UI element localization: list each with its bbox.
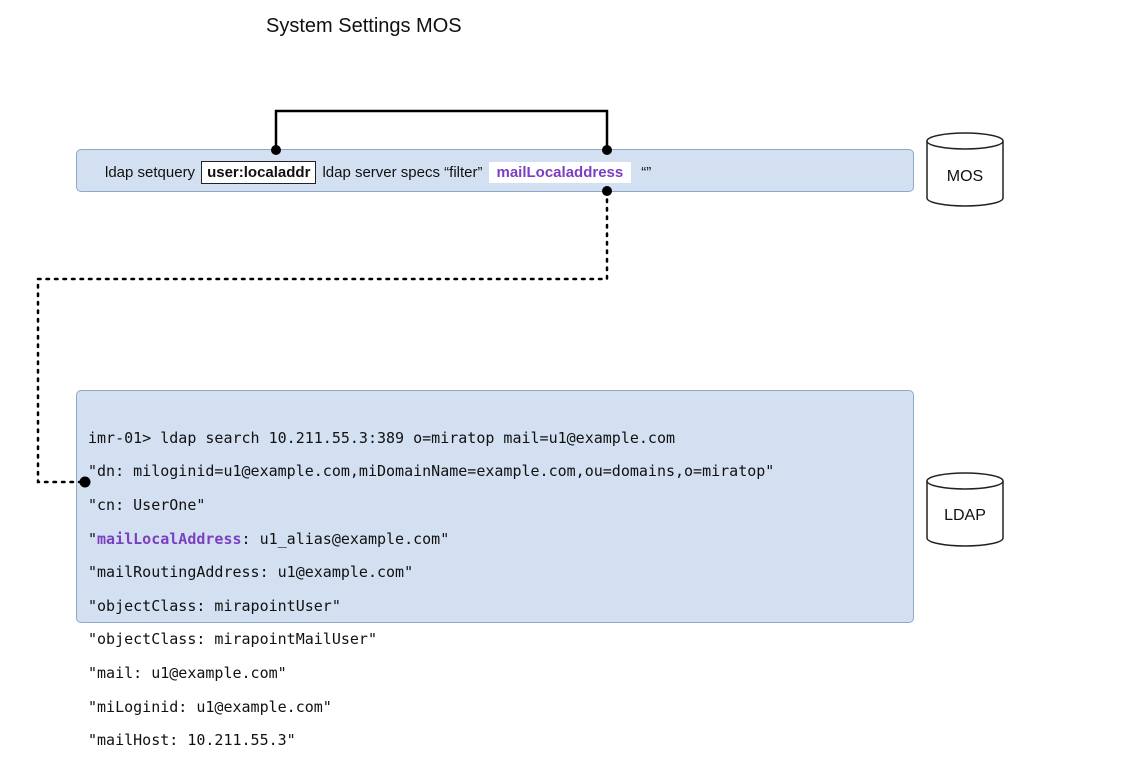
- ldap-search-panel: [76, 390, 914, 623]
- highlighted-attribute: mailLocalAddress: [97, 529, 242, 548]
- ldap-label: LDAP: [944, 507, 986, 524]
- ldap-setquery-command: ldap setquery user:localaddr ldap server…: [105, 161, 651, 184]
- code-line: "objectClass: mirapointMailUser": [88, 630, 377, 649]
- dotted-connector: [36, 189, 609, 484]
- ldap-database-icon: LDAP: [926, 472, 1004, 547]
- code-line: "cn: UserOne": [88, 495, 206, 514]
- mos-database-icon: MOS: [926, 132, 1004, 207]
- command-suffix: “”: [641, 164, 652, 181]
- code-line: "mail: u1@example.com": [88, 663, 287, 682]
- bracket-right-dot: [602, 145, 612, 155]
- open-quote: ": [88, 529, 98, 548]
- bracket-left-dot: [271, 145, 281, 155]
- query-key-box: user:localaddr: [201, 161, 317, 184]
- connector-end-dot: [79, 476, 91, 488]
- code-line: "miLoginid: u1@example.com": [88, 697, 332, 716]
- code-line: imr-01> ldap search 10.211.55.3:389 o=mi…: [88, 428, 675, 447]
- diagram-title: System Settings MOS: [266, 15, 462, 37]
- filter-attribute-box: mailLocaladdress: [488, 162, 632, 183]
- code-line: "mailHost: 10.211.55.3": [88, 731, 296, 750]
- command-prefix: ldap setquery: [105, 164, 196, 181]
- code-line: "dn: miloginid=u1@example.com,miDomainNa…: [88, 462, 775, 481]
- code-line: "mailRoutingAddress: u1@example.com": [88, 563, 414, 582]
- code-line-highlighted: "mailLocalAddress: u1_alias@example.com": [88, 529, 774, 548]
- key-attribute-bracket: [274, 109, 609, 150]
- code-line: "objectClass: mirapointUser": [88, 596, 341, 615]
- highlighted-rest: : u1_alias@example.com": [241, 529, 450, 548]
- connector-layer: MOS LDAP: [36, 109, 1004, 547]
- command-middle: ldap server specs “filter”: [322, 164, 483, 181]
- mos-label: MOS: [947, 168, 983, 185]
